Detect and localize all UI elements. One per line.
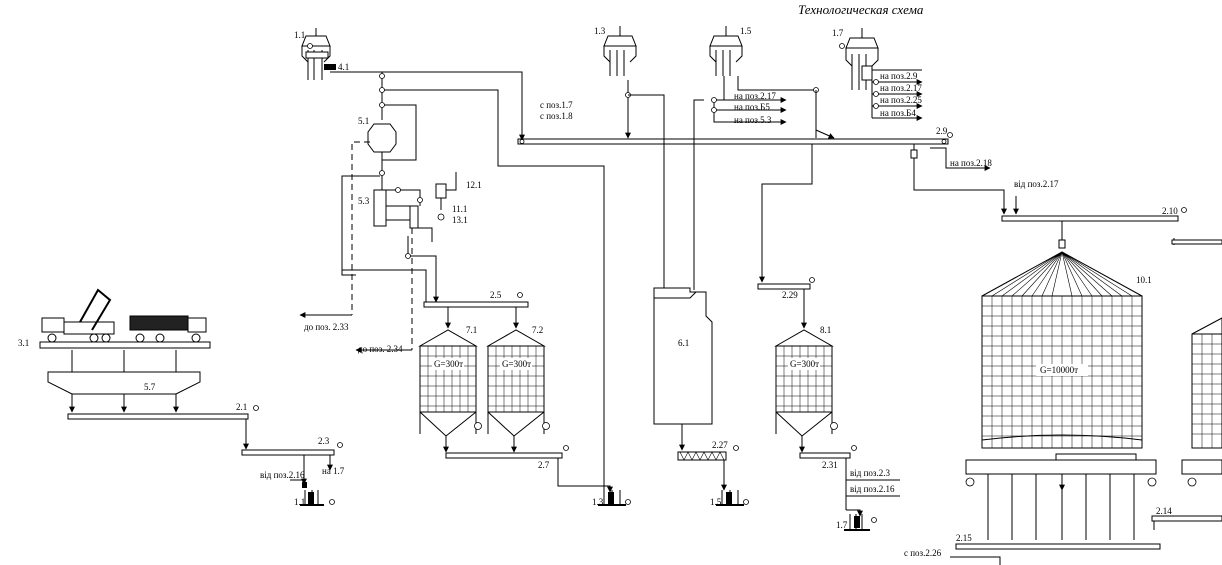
conveyor-2-29 [757,283,811,290]
note-to-1-7: на 1.7 [322,466,345,476]
silo-7-2 [486,329,546,437]
dryer-6-1 [653,287,713,425]
label-1-7: 1.7 [832,28,844,38]
label-1-5: 1.5 [740,26,752,36]
capacity-7-1: G=300т [434,359,463,369]
label-1-5-bottom: 1.5 [710,497,722,507]
label-4-1: 4.1 [338,62,349,72]
note-from-2-16b: від поз.2.16 [850,484,895,494]
label-11-1: 11.1 [452,204,467,214]
capacity-8-1: G=300т [790,359,819,369]
label-2-10: 2.10 [1162,206,1178,216]
note-from-1-7: с поз.1.7 [540,100,573,110]
note-from-2-17: від поз.2.17 [1014,179,1059,189]
conveyor-2-9 [517,138,949,145]
note-to-2-33: до поз. 2.33 [304,322,349,332]
note-to-2-18: на поз.2.18 [950,158,992,168]
label-5-1: 5.1 [358,116,369,126]
conveyor-2-5 [423,301,529,308]
truck-unloader-3-1 [39,288,211,349]
label-2-29: 2.29 [782,290,798,300]
label-2-3: 2.3 [318,436,330,446]
note-from-2-16a: від поз.2.16 [260,470,305,480]
conveyor-2-10 [1001,215,1222,245]
separator-5-1 [367,123,397,153]
label-2-31: 2.31 [822,460,838,470]
silo-8-1 [774,329,834,437]
scheme-title: Технологическая схема [798,2,924,17]
label-5-3: 5.3 [358,196,370,206]
silo-10-2-partial [1181,317,1222,487]
label-2-1: 2.1 [236,402,247,412]
conveyor-2-27 [677,451,727,461]
label-7-2: 7.2 [532,325,543,335]
note-from-1-8: с поз.1.8 [540,111,573,121]
elevator-1-3 [603,26,637,76]
capacity-10-1: G=10000т [1040,365,1078,375]
note-from-2-3: від поз.2.3 [850,468,890,478]
label-1-1: 1.1 [294,30,305,40]
label-2-9: 2.9 [936,126,948,136]
label-2-27: 2.27 [712,440,728,450]
elevator-1-1 [301,28,336,80]
label-10-1: 10.1 [1136,275,1152,285]
conveyor-2-14 [1151,515,1222,530]
label-6-1: 6.1 [678,338,689,348]
label-13-1: 13.1 [452,215,468,225]
note-to-b4: на поз.Б4 [880,108,916,118]
cleaning-unit-5-3 [341,172,457,302]
label-3-1: 3.1 [18,338,29,348]
conveyor-2-7 [445,452,563,459]
conveyor-2-1 [67,413,249,420]
label-2-15: 2.15 [956,533,972,543]
label-12-1: 12.1 [466,180,482,190]
note-from-2-26: с поз.2.26 [904,548,942,558]
note-to-5-3: на поз.5.3 [734,115,772,125]
label-5-7: 5.7 [144,382,156,392]
elevator-1-7 [845,28,879,90]
label-1-1-bottom: 1.1 [294,497,305,507]
intake-hopper-5-7 [47,371,201,395]
label-7-1: 7.1 [466,325,477,335]
note-to-2-17b: на поз.2.17 [880,83,922,93]
conveyor-2-31 [799,452,851,459]
capacity-7-2: G=300т [502,359,531,369]
note-to-2-17: на поз.2.17 [734,91,776,101]
silo-7-1 [418,329,478,437]
label-1-3-bottom: 1.3 [592,497,604,507]
note-to-2-34: до поз. 2.34 [358,344,403,354]
note-to-2-9: на поз.2.9 [880,71,918,81]
label-8-1: 8.1 [820,325,831,335]
elevator-1-5 [709,26,743,76]
label-1-7-bottom: 1.7 [836,520,848,530]
label-1-3: 1.3 [594,26,606,36]
conveyor-2-3 [241,449,335,456]
note-to-b5: на поз.Б5 [734,102,770,112]
label-2-5: 2.5 [490,290,502,300]
conveyor-2-15 [955,543,1161,550]
label-2-7: 2.7 [538,460,550,470]
note-to-2-25: на поз.2.25 [880,95,922,105]
label-2-14: 2.14 [1156,506,1172,516]
